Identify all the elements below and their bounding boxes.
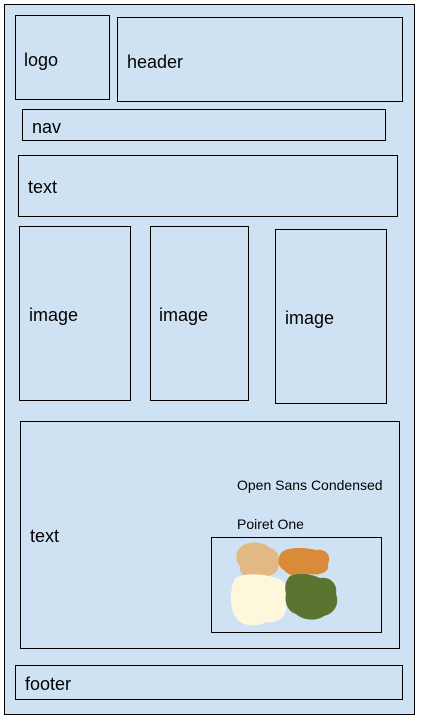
font-primary-label: Open Sans Condensed <box>237 477 383 493</box>
footer-label: footer <box>25 674 72 694</box>
image-2-label: image <box>159 305 209 325</box>
text-top-label: text <box>28 177 58 197</box>
image-block-2: image <box>150 226 249 401</box>
header-label: header <box>127 52 184 72</box>
wireframe-page: logo header nav text image image image t… <box>4 4 415 715</box>
text-block-bottom: text Open Sans Condensed Poiret One <box>20 421 400 649</box>
color-palette-box <box>211 537 382 633</box>
nav-label: nav <box>32 117 62 137</box>
image-1-label: image <box>29 305 79 325</box>
footer-block: footer <box>15 665 403 700</box>
image-3-label: image <box>285 308 335 328</box>
swatch-tan <box>236 542 280 577</box>
swatch-cream <box>230 574 288 626</box>
nav-block: nav <box>22 109 386 141</box>
logo-block: logo <box>15 15 110 100</box>
swatch-olive-green <box>285 573 338 620</box>
swatch-orange <box>278 548 330 577</box>
image-block-1: image <box>19 226 131 401</box>
text-block-top: text <box>18 155 398 217</box>
header-block: header <box>117 17 403 102</box>
text-bottom-label: text <box>30 526 60 546</box>
color-palette-swatches <box>230 542 338 626</box>
font-secondary-label: Poiret One <box>237 516 304 532</box>
image-block-3: image <box>275 229 387 404</box>
logo-label: logo <box>24 50 59 70</box>
